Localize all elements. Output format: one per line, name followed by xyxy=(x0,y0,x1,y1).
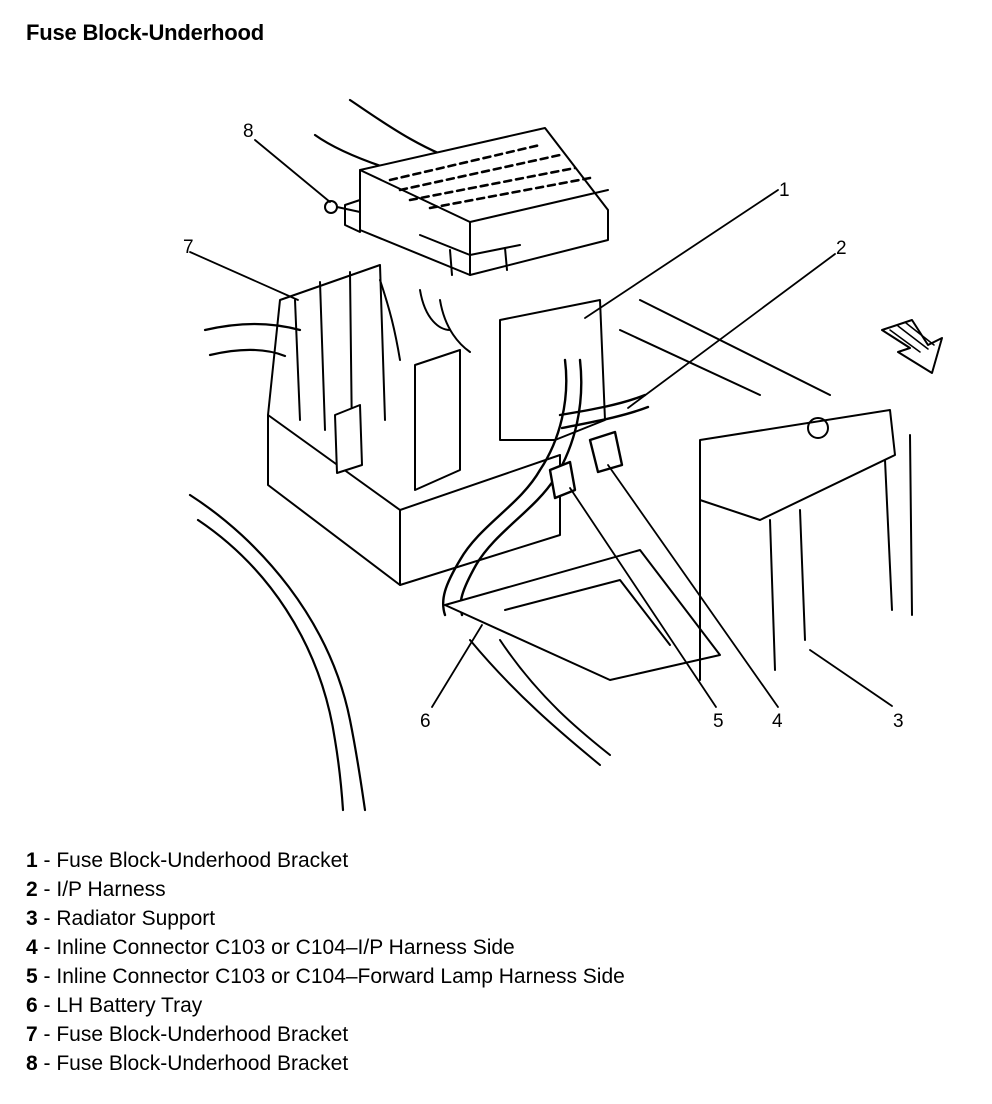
legend-separator: - xyxy=(37,965,57,988)
callout-2: 2 xyxy=(836,238,847,259)
legend-number: 6 xyxy=(26,994,38,1017)
callout-5: 5 xyxy=(713,711,724,732)
legend-number: 5 xyxy=(26,965,38,988)
legend-item: 5 - Inline Connector C103 or C104–Forwar… xyxy=(26,962,625,991)
legend-number: 7 xyxy=(26,1023,38,1046)
legend-item: 3 - Radiator Support xyxy=(26,904,625,933)
battery-tray xyxy=(444,549,721,766)
radiator-support xyxy=(619,299,913,681)
harness xyxy=(441,358,650,617)
leader-lines xyxy=(189,139,893,708)
page-title: Fuse Block-Underhood xyxy=(26,20,265,45)
callout-8: 8 xyxy=(243,121,254,142)
legend-number: 3 xyxy=(26,907,38,930)
legend-separator: - xyxy=(37,936,57,959)
legend-text: Fuse Block-Underhood Bracket xyxy=(56,1052,349,1075)
legend-number: 1 xyxy=(26,849,38,872)
legend-number: 2 xyxy=(26,878,38,901)
legend-text: Inline Connector C103 or C104–Forward La… xyxy=(56,965,625,988)
legend-number: 4 xyxy=(26,936,38,959)
legend-text: I/P Harness xyxy=(56,878,166,901)
parts-legend: 1 - Fuse Block-Underhood Bracket 2 - I/P… xyxy=(26,846,625,1078)
legend-separator: - xyxy=(37,878,57,901)
legend-item: 8 - Fuse Block-Underhood Bracket xyxy=(26,1049,625,1078)
front-arrow-icon xyxy=(881,319,943,374)
legend-separator: - xyxy=(37,849,57,872)
fuse-block xyxy=(324,127,609,276)
legend-text: LH Battery Tray xyxy=(56,994,203,1017)
legend-separator: - xyxy=(37,907,57,930)
legend-text: Fuse Block-Underhood Bracket xyxy=(56,849,349,872)
legend-text: Fuse Block-Underhood Bracket xyxy=(56,1023,349,1046)
legend-separator: - xyxy=(37,1052,57,1075)
legend-item: 4 - Inline Connector C103 or C104–I/P Ha… xyxy=(26,933,625,962)
callout-1: 1 xyxy=(779,180,790,201)
callout-4: 4 xyxy=(772,711,783,732)
callout-3: 3 xyxy=(893,711,904,732)
legend-text: Inline Connector C103 or C104–I/P Harnes… xyxy=(56,936,515,959)
legend-item: 6 - LH Battery Tray xyxy=(26,991,625,1020)
legend-separator: - xyxy=(37,994,57,1017)
legend-separator: - xyxy=(37,1023,57,1046)
legend-item: 7 - Fuse Block-Underhood Bracket xyxy=(26,1020,625,1049)
legend-item: 2 - I/P Harness xyxy=(26,875,625,904)
bracket-box xyxy=(267,264,606,586)
legend-text: Radiator Support xyxy=(56,907,216,930)
legend-number: 8 xyxy=(26,1052,38,1075)
legend-item: 1 - Fuse Block-Underhood Bracket xyxy=(26,846,625,875)
callout-7: 7 xyxy=(183,237,194,258)
callout-6: 6 xyxy=(420,711,431,732)
